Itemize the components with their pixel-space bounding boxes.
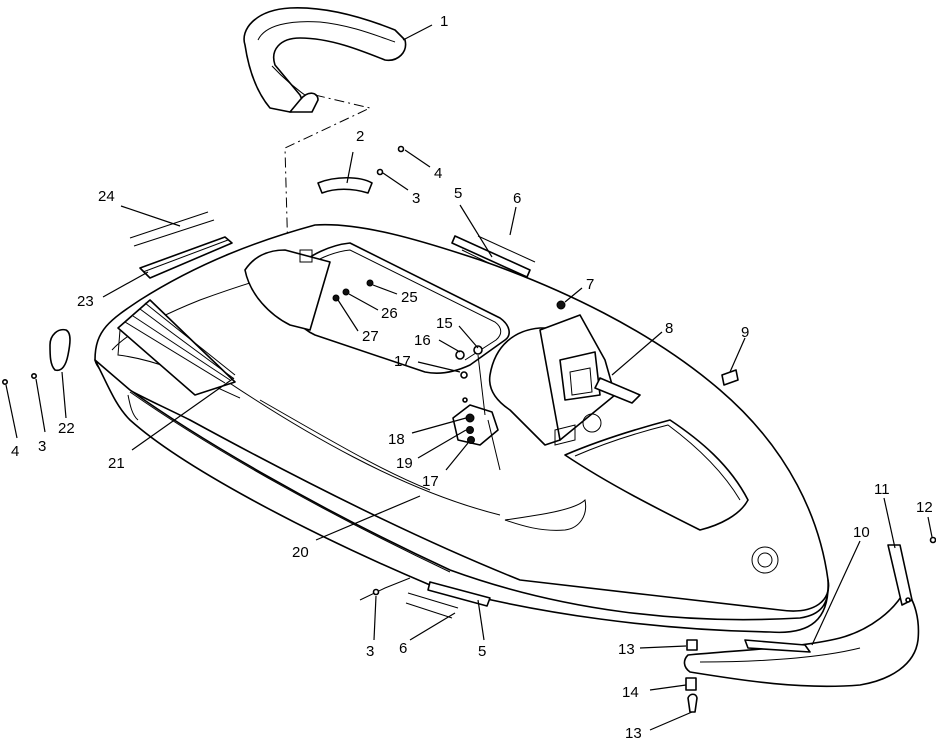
cap-part [317,176,373,194]
decal-part-8 [594,377,641,404]
screw-25 [366,279,374,287]
left-rail-strips [129,211,233,279]
steering-tower [488,314,616,446]
bumper-hardware [685,639,698,713]
leader-lines [5,24,933,731]
callout-5-bottom: 5 [478,643,486,660]
callout-1: 1 [440,13,448,30]
callout-3-left: 3 [38,438,46,455]
callout-13-lower: 13 [625,725,642,741]
callout-2: 2 [356,128,364,145]
callout-6-bottom: 6 [399,640,407,657]
seat-hatch [244,242,510,374]
callout-12: 12 [916,499,933,516]
callout-15: 15 [436,315,453,332]
center-hardware [452,345,501,471]
bolt-top-3 [376,168,384,176]
callout-13-upper: 13 [618,641,635,658]
decal-part-9 [721,369,739,386]
callout-14: 14 [622,684,639,701]
callout-8: 8 [665,320,673,337]
callout-3-bottom: 3 [366,643,374,660]
front-bumper [683,536,936,688]
callout-4-left: 4 [11,443,19,460]
callout-23: 23 [77,293,94,310]
callout-21: 21 [108,455,125,472]
bottom-rail-strips [359,577,491,619]
callout-labels: 1 2 4 3 5 6 7 8 9 24 23 25 26 27 15 16 1… [11,13,933,741]
callout-16: 16 [414,332,431,349]
callout-20: 20 [292,544,309,561]
screw-26 [342,288,350,296]
bracket-part-22 [49,328,71,372]
callout-27: 27 [362,328,379,345]
callout-7: 7 [586,276,594,293]
handle-part [243,7,407,113]
callout-4-top: 4 [434,165,442,182]
front-hatch [564,419,779,574]
callout-5-top: 5 [454,185,462,202]
callout-18: 18 [388,431,405,448]
callout-19: 19 [396,455,413,472]
callout-10: 10 [853,524,870,541]
intake-grate [117,299,236,396]
screw-27 [332,294,340,302]
callout-25: 25 [401,289,418,306]
callout-3-top: 3 [412,190,420,207]
bolt-left-3 [30,372,37,379]
bow-eye [751,546,779,574]
callout-17-lower: 17 [422,473,439,490]
callout-24: 24 [98,188,115,205]
callout-6-top: 6 [513,190,521,207]
nut-top-4 [397,145,405,153]
callout-22: 22 [58,420,75,437]
callout-26: 26 [381,305,398,322]
callout-17-upper: 17 [394,353,411,370]
nut-left-4 [1,378,9,385]
callout-11: 11 [874,481,890,498]
callout-9: 9 [741,324,749,341]
nut-part-7 [556,300,566,310]
